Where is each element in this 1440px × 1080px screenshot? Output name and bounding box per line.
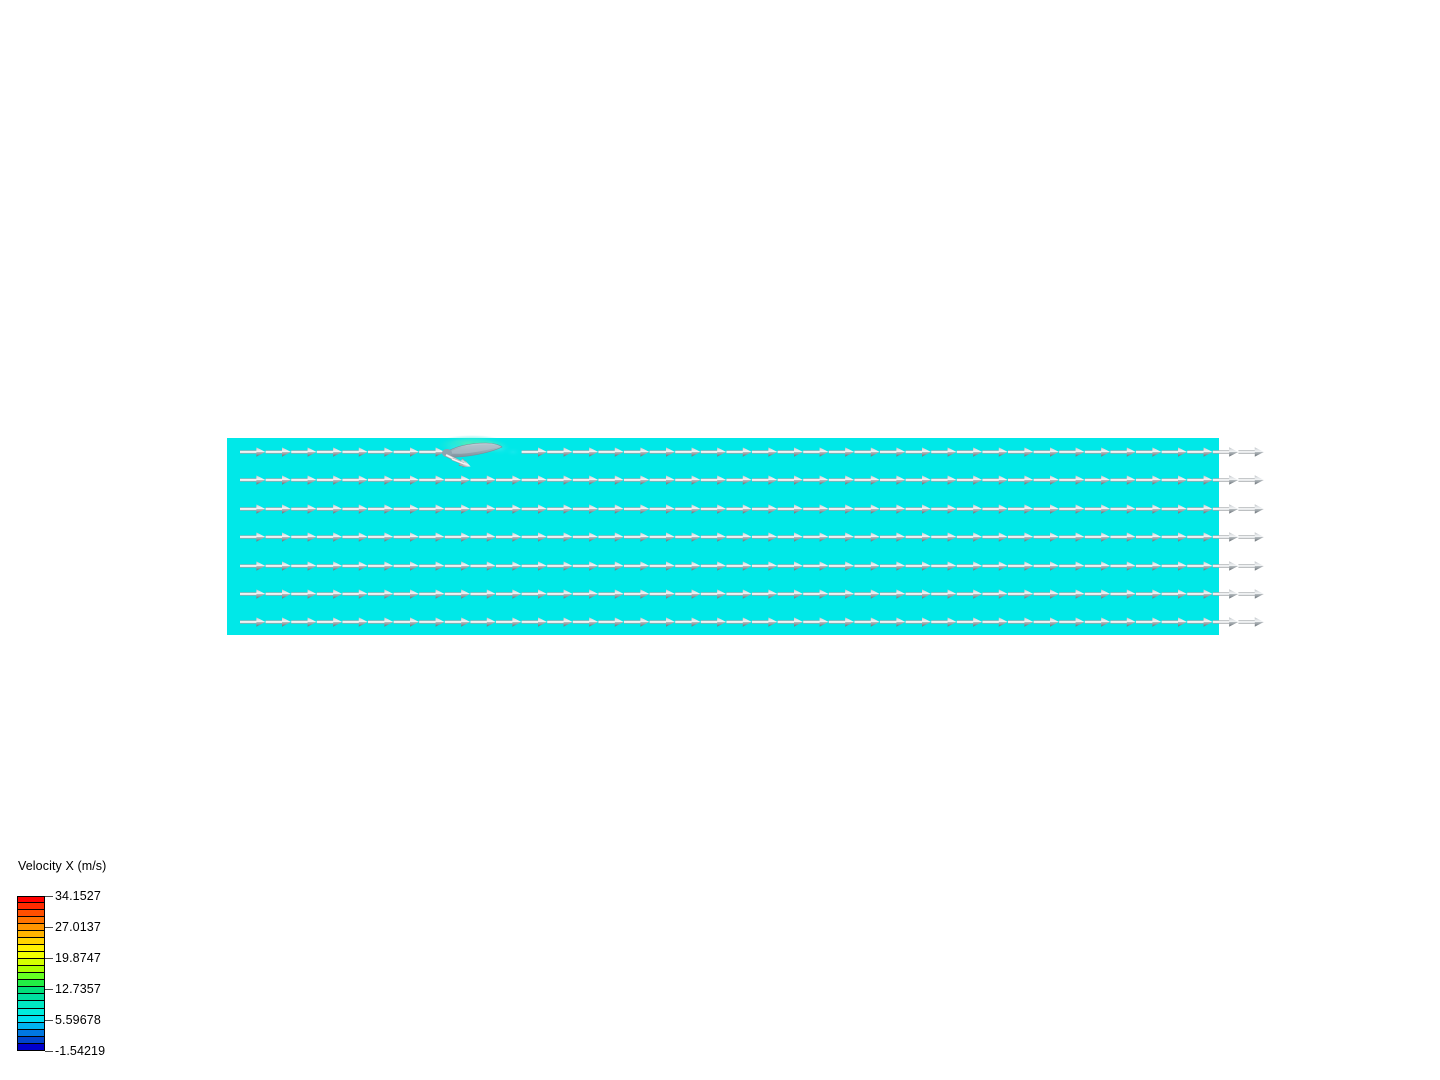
legend-band: [17, 910, 45, 918]
legend-band: [17, 966, 45, 974]
legend-band: [17, 924, 45, 932]
legend-tick-label: -1.54219: [55, 1044, 106, 1058]
vector-arrow-glyph: [1238, 532, 1264, 542]
legend-tick-label: 19.8747: [55, 951, 101, 965]
legend-band: [17, 917, 45, 925]
legend-band: [17, 1008, 45, 1016]
legend-tick-label: 34.1527: [55, 889, 101, 903]
vector-arrow-glyph: [1238, 617, 1264, 627]
legend-band: [17, 952, 45, 960]
vector-arrow-glyph: [1238, 561, 1264, 571]
legend-band: [17, 1015, 45, 1023]
legend-tick-label: 12.7357: [55, 982, 101, 996]
legend-band: [17, 1036, 45, 1044]
vector-arrow-glyph: [1238, 504, 1264, 514]
legend-band: [17, 903, 45, 911]
legend-band: [17, 931, 45, 939]
legend-tick-mark: [45, 989, 53, 990]
legend-tick-mark: [45, 896, 53, 897]
legend-color-bar[interactable]: [17, 896, 45, 1051]
legend-band: [17, 1022, 45, 1030]
deflected-vector-glyph-2: [451, 457, 471, 468]
color-legend[interactable]: Velocity X (m/s) 34.1527 27.0137 19.8747 12…: [0, 852, 180, 1062]
legend-tick-label: 5.59678: [55, 1013, 101, 1027]
legend-title: Velocity X (m/s): [18, 859, 107, 873]
vector-arrow-glyph: [1238, 589, 1264, 599]
legend-tick-mark: [45, 1051, 53, 1052]
legend-tick-mark: [45, 958, 53, 959]
legend-band: [17, 896, 45, 904]
legend-band: [17, 973, 45, 981]
legend-tick-mark: [45, 1020, 53, 1021]
legend-band: [17, 945, 45, 953]
legend-tick-label: 27.0137: [55, 920, 101, 934]
legend-band: [17, 938, 45, 946]
legend-band: [17, 980, 45, 988]
legend-band: [17, 1043, 45, 1051]
legend-band: [17, 1029, 45, 1037]
vector-arrow-glyph: [1238, 447, 1264, 457]
legend-band: [17, 959, 45, 967]
legend-band: [17, 1001, 45, 1009]
legend-band: [17, 994, 45, 1002]
vector-arrow-glyph: [1238, 475, 1264, 485]
legend-band: [17, 987, 45, 995]
legend-tick-mark: [45, 927, 53, 928]
